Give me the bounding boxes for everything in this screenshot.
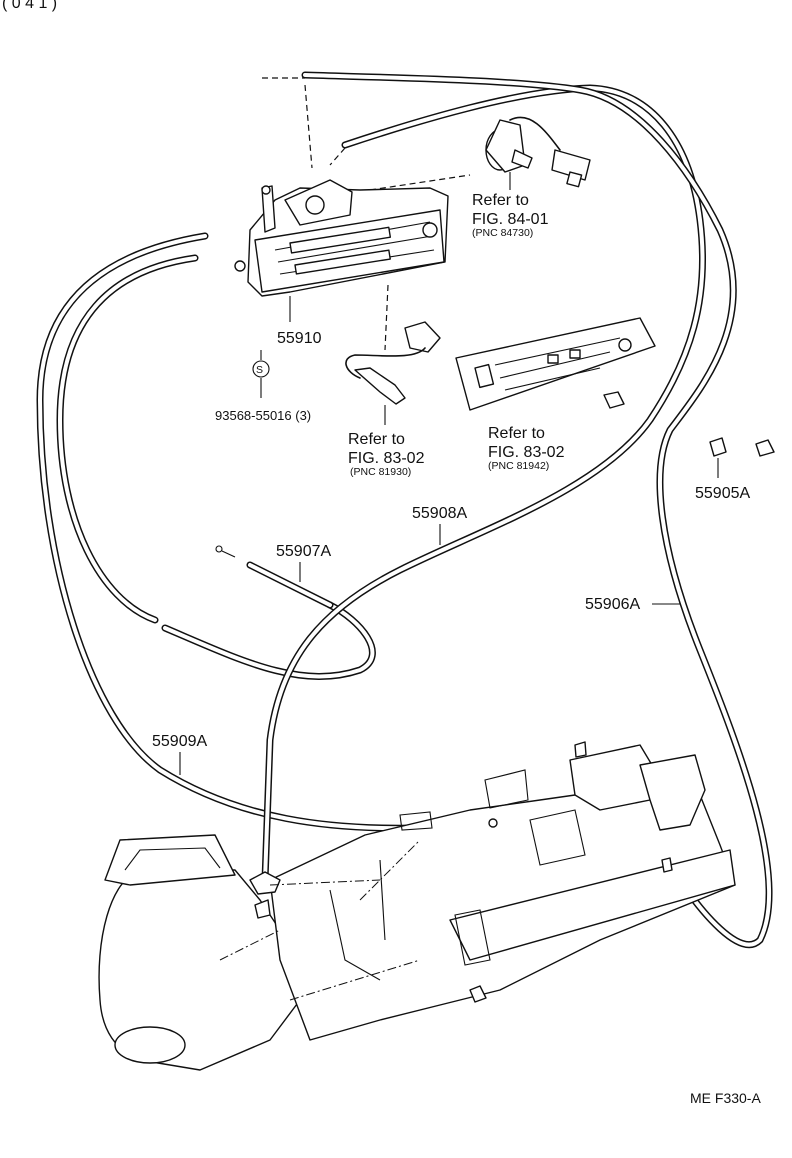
svg-text:FIG. 83-02: FIG. 83-02: [488, 444, 565, 461]
blower-switch-part[interactable]: [485, 116, 591, 188]
screw-symbol: S: [256, 364, 263, 376]
cable-55906A[interactable]: [301, 71, 773, 949]
header-fragment: ( 0 4 1 ): [2, 0, 57, 12]
clip-part[interactable]: [709, 437, 775, 457]
part-55907A: 55907A: [276, 543, 331, 560]
heater-control-assembly[interactable]: [234, 179, 449, 297]
reference-fig-83-02-a[interactable]: Refer to FIG. 83-02 (PNC 81930): [348, 431, 425, 478]
heater-unit-assembly: [98, 741, 736, 1071]
part-55910: 55910: [277, 330, 322, 347]
part-screw: 93568-55016 (3): [215, 408, 311, 423]
svg-text:FIG. 84-01: FIG. 84-01: [472, 211, 549, 228]
reference-fig-83-02-b[interactable]: Refer to FIG. 83-02 (PNC 81942): [488, 425, 565, 472]
part-55908A: 55908A: [412, 505, 467, 522]
part-55909A: 55909A: [152, 733, 207, 750]
svg-text:Refer to: Refer to: [488, 425, 545, 442]
part-55906A: 55906A: [585, 596, 640, 613]
screw-icon: [252, 360, 270, 378]
control-panel-part[interactable]: [455, 317, 656, 411]
cable-55909A[interactable]: [36, 232, 474, 832]
svg-text:(PNC 84730): (PNC 84730): [472, 227, 533, 239]
svg-text:Refer to: Refer to: [348, 431, 405, 448]
cable-55907A[interactable]: [215, 545, 334, 609]
cable-loop-left[interactable]: [56, 254, 376, 680]
svg-text:FIG. 83-02: FIG. 83-02: [348, 450, 425, 467]
figure-code: ME F330-A: [690, 1090, 761, 1106]
reference-fig-84-01[interactable]: Refer to FIG. 84-01 (PNC 84730): [472, 192, 549, 239]
svg-text:Refer to: Refer to: [472, 192, 529, 209]
illumination-lamp-part[interactable]: [345, 321, 441, 405]
svg-text:(PNC 81942): (PNC 81942): [488, 460, 549, 472]
part-55905A: 55905A: [695, 485, 750, 502]
svg-text:(PNC 81930): (PNC 81930): [350, 466, 411, 478]
